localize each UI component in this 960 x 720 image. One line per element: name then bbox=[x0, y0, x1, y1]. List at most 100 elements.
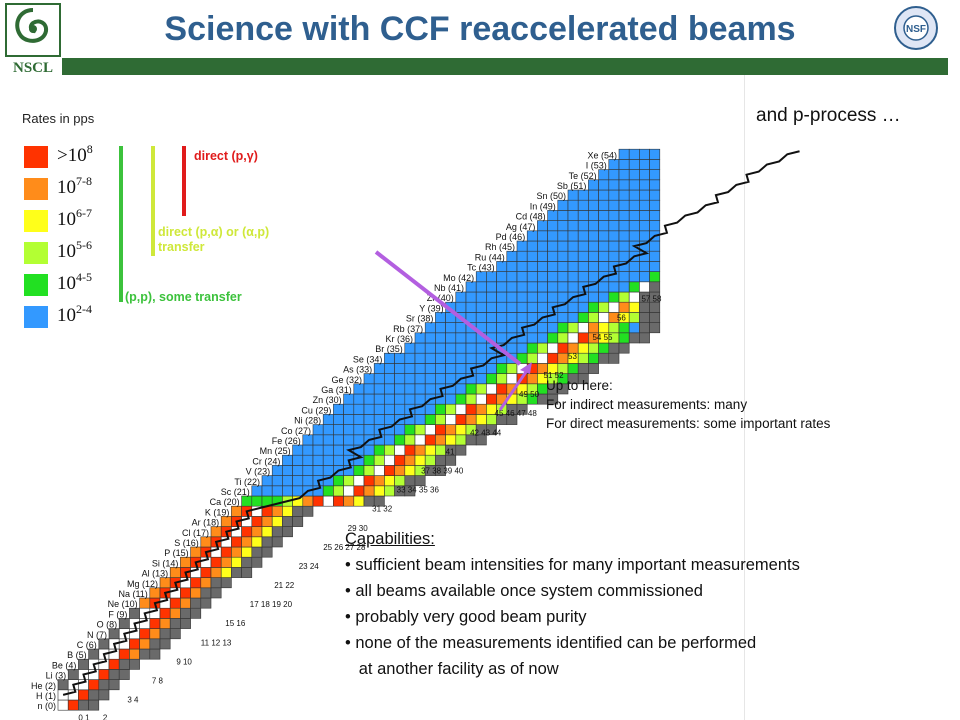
rate-swatch bbox=[24, 178, 48, 200]
nuclide-cell bbox=[251, 485, 263, 497]
neutron-label: 21 22 bbox=[274, 581, 295, 590]
nuclide-cell bbox=[404, 383, 416, 395]
nuclide-cell bbox=[333, 485, 344, 497]
nuclide-cell bbox=[588, 189, 599, 201]
nuclide-cell bbox=[628, 322, 640, 334]
nuclide-cell bbox=[465, 291, 477, 303]
element-label: Rb (37) bbox=[393, 324, 423, 334]
nuclide-cell bbox=[373, 383, 385, 395]
nuclide-cell bbox=[322, 434, 334, 446]
nuclide-cell bbox=[414, 475, 426, 487]
nuclide-cell bbox=[373, 475, 385, 487]
rate-label: 107-8 bbox=[57, 174, 92, 198]
nuclide-cell bbox=[567, 281, 579, 293]
nuclide-cell bbox=[526, 240, 538, 252]
nuclide-cell bbox=[506, 312, 518, 323]
nuclide-cell bbox=[363, 393, 375, 405]
nuclide-cell bbox=[394, 465, 406, 476]
nuclide-cell bbox=[373, 363, 385, 374]
element-label: Ga (31) bbox=[321, 385, 352, 395]
nuclide-cell bbox=[526, 261, 538, 272]
nuclide-cell bbox=[445, 424, 457, 436]
nuclide-cell bbox=[302, 454, 314, 466]
nuclide-cell bbox=[333, 434, 344, 446]
nuclide-cell bbox=[547, 352, 559, 364]
nuclide-cell bbox=[159, 618, 171, 629]
nuclide-cell bbox=[618, 291, 630, 303]
nuclide-cell bbox=[302, 465, 314, 476]
nuclide-cell bbox=[231, 567, 242, 578]
nuclide-cell bbox=[394, 373, 406, 385]
element-label: H (1) bbox=[36, 691, 56, 701]
nuclide-cell bbox=[322, 485, 334, 497]
nuclide-cell bbox=[149, 587, 161, 599]
nuclide-cell bbox=[414, 454, 426, 466]
element-label: B (5) bbox=[67, 650, 87, 660]
nuclide-cell bbox=[567, 271, 579, 283]
nuclide-cell bbox=[649, 271, 661, 283]
nuclide-cell bbox=[557, 220, 569, 232]
nuclide-cell bbox=[455, 342, 467, 354]
nuclide-cell bbox=[649, 220, 661, 232]
nuclide-cell bbox=[414, 373, 426, 385]
neutron-label: 54 55 bbox=[592, 333, 613, 342]
nuclide-cell bbox=[333, 424, 344, 436]
nuclide-cell bbox=[557, 250, 569, 262]
nuclide-cell bbox=[577, 342, 589, 354]
nuclide-cell bbox=[129, 648, 140, 660]
nuclide-cell bbox=[424, 403, 436, 415]
nuclide-cell bbox=[598, 179, 610, 191]
nuclide-cell bbox=[384, 434, 395, 446]
nuclide-cell bbox=[526, 230, 538, 242]
nuclide-cell bbox=[88, 679, 100, 691]
neutron-label: 45 46 47 48 bbox=[495, 409, 538, 418]
nuclide-cell bbox=[567, 250, 579, 262]
nuclide-cell bbox=[475, 403, 487, 415]
nuclide-cell bbox=[455, 424, 467, 436]
nuclide-cell bbox=[618, 271, 630, 283]
nuclide-cell bbox=[567, 261, 579, 272]
nuclide-cell bbox=[557, 342, 569, 354]
nuclide-cell bbox=[271, 516, 283, 527]
nuclide-cell bbox=[312, 444, 324, 456]
nuclide-cell bbox=[424, 322, 436, 334]
nuclide-cell bbox=[577, 363, 589, 374]
nuclide-cell bbox=[598, 250, 610, 262]
element-label: Co (27) bbox=[281, 426, 311, 436]
nuclide-cell bbox=[312, 424, 324, 436]
nuclide-cell bbox=[577, 210, 589, 221]
nuclide-cell bbox=[241, 556, 253, 568]
nuclide-cell bbox=[231, 536, 242, 548]
nuclide-cell bbox=[506, 281, 518, 293]
nuclide-cell bbox=[333, 403, 344, 415]
nuclide-cell bbox=[118, 669, 130, 680]
nuclide-cell bbox=[547, 322, 559, 334]
nuclide-cell bbox=[190, 607, 202, 619]
nuclide-cell bbox=[516, 342, 528, 354]
nuclide-cell bbox=[98, 638, 110, 650]
nuclide-cell bbox=[588, 220, 599, 232]
nuclide-cell bbox=[608, 159, 620, 170]
nuclide-cell bbox=[598, 312, 610, 323]
nuclide-cell bbox=[343, 424, 355, 436]
element-label: Sr (38) bbox=[406, 314, 434, 324]
header-bar bbox=[62, 58, 948, 75]
nuclide-cell bbox=[628, 148, 640, 160]
nuclide-cell bbox=[506, 271, 518, 283]
nuclide-cell bbox=[292, 475, 304, 487]
element-label: Sc (21) bbox=[221, 487, 250, 497]
nuclide-cell bbox=[435, 424, 446, 436]
element-label: Al (13) bbox=[142, 569, 169, 579]
nuclide-cell bbox=[363, 373, 375, 385]
nuclide-cell bbox=[435, 403, 446, 415]
nuclide-cell bbox=[506, 250, 518, 262]
nuclide-cell bbox=[649, 240, 661, 252]
nuclide-cell bbox=[384, 465, 395, 476]
nuclide-cell bbox=[547, 332, 559, 344]
nuclide-cell bbox=[598, 240, 610, 252]
nuclide-cell bbox=[628, 220, 640, 232]
nuclide-cell bbox=[394, 444, 406, 456]
element-label: In (49) bbox=[530, 201, 556, 211]
nuclide-cell bbox=[149, 628, 161, 640]
nuclide-cell bbox=[394, 454, 406, 466]
